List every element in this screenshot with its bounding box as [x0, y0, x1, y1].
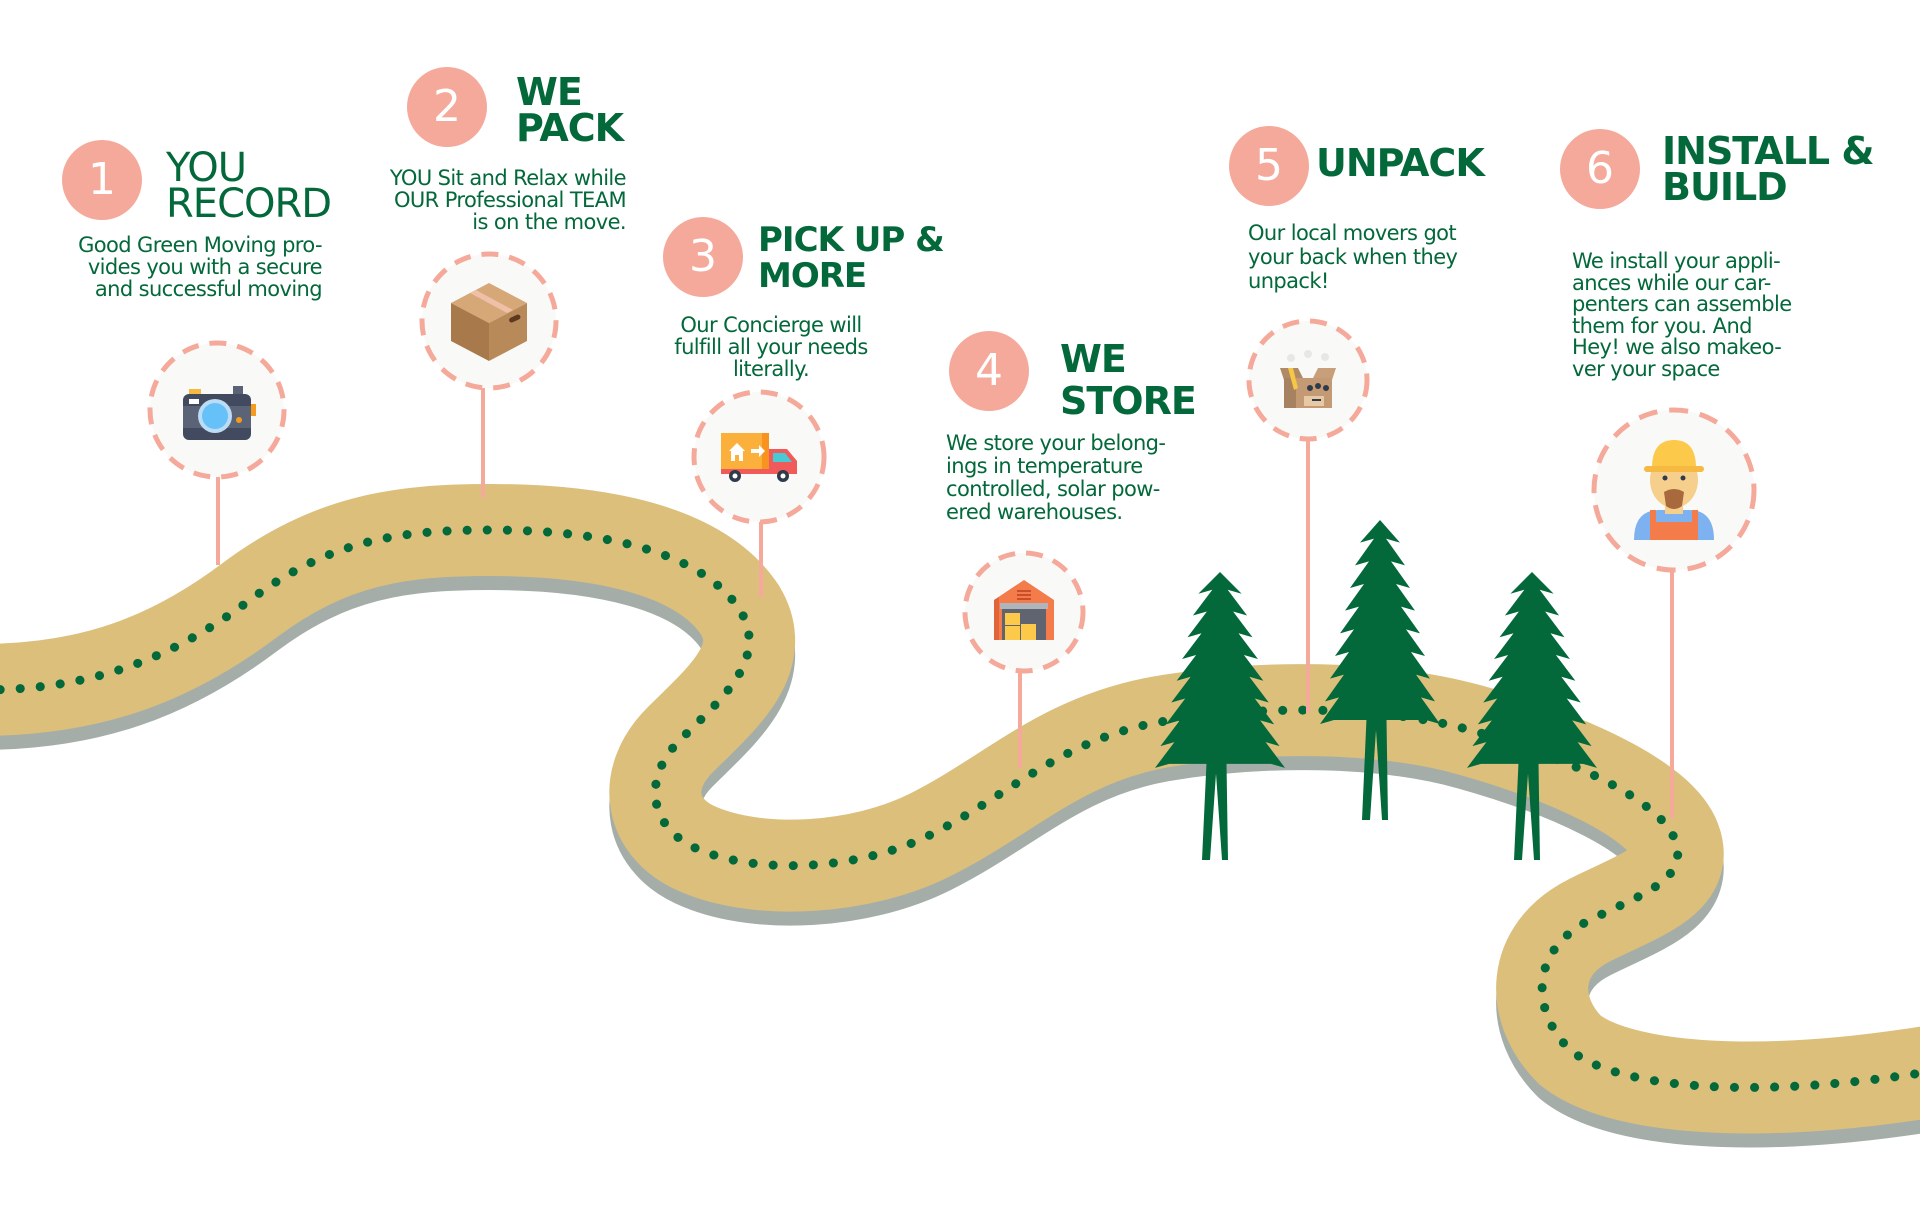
step-2-description: YOU Sit and Relax while OUR Professional…	[348, 166, 627, 234]
pine-tree-right	[1467, 572, 1597, 860]
step-6-desc-line-4: them for you. And	[1572, 313, 1752, 338]
step-4-desc-line-3: controlled, solar pow-	[946, 477, 1160, 501]
cardboard-box-icon	[451, 283, 527, 361]
step-4-title-line-1: WE	[1060, 337, 1127, 381]
step-1-desc-line-3: and successful moving	[94, 277, 323, 301]
moving-truck-icon	[721, 433, 797, 482]
step-4-desc-line-2: ings in temperature	[946, 454, 1143, 478]
step-3-desc-line-1: Our Concierge will	[680, 313, 862, 337]
icon-circle-1	[147, 340, 287, 480]
warehouse-icon	[994, 580, 1054, 640]
step-5-number-badge: 5	[1229, 126, 1309, 206]
step-2-desc-line-3: is on the move.	[472, 210, 626, 234]
icon-circle-6	[1591, 407, 1757, 573]
step-5-title-line-1: UNPACK	[1316, 141, 1485, 185]
road-dotted-centerline	[0, 525, 1920, 1092]
step-1-title-line-2: RECORD	[166, 181, 332, 227]
step-4-title-line-2: STORE	[1060, 379, 1197, 423]
step-6-number-badge: 6	[1560, 129, 1640, 209]
trees	[1155, 520, 1597, 860]
step-2-title: WE PACK	[516, 70, 624, 150]
step-1-title: YOU RECORD	[166, 145, 332, 227]
step-6-desc-line-1: We install your appli-	[1572, 249, 1781, 273]
pine-tree-center	[1320, 520, 1440, 820]
step-3-desc-line-2: fulfill all your needs	[674, 335, 868, 359]
step-1-description: Good Green Moving pro- vides you with a …	[40, 233, 323, 301]
step-6-title-line-2: BUILD	[1662, 165, 1788, 209]
step-6-desc-line-3: penters can assemble	[1572, 292, 1792, 316]
step-6-description: We install your appli- ances while our c…	[1572, 249, 1832, 381]
step-6-desc-line-5: Hey! we also makeo-	[1572, 335, 1782, 359]
step-2-desc-line-1: YOU Sit and Relax while	[389, 166, 627, 190]
step-2-title-line-2: PACK	[516, 106, 624, 150]
step-6-title-line-1: INSTALL &	[1662, 129, 1874, 173]
step-5-desc-line-1: Our local movers got	[1248, 221, 1457, 245]
step-5-desc-line-3: unpack!	[1248, 269, 1329, 293]
step-3-desc-line-3: literally.	[732, 357, 810, 381]
step-2-desc-line-2: OUR Professional TEAM	[393, 188, 627, 212]
step-1-title-line-1: YOU	[166, 145, 247, 191]
step-4-number-badge: 4	[949, 331, 1029, 411]
step-5-description: Our local movers got your back when they…	[1248, 221, 1498, 293]
step-1-desc-line-1: Good Green Moving pro-	[78, 233, 323, 257]
step-3-title-line-1: PICK UP &	[758, 220, 945, 260]
step-4-description: We store your belong- ings in temperatur…	[946, 432, 1196, 524]
step-2-title-line-1: WE	[516, 70, 583, 114]
step-3-number-badge: 3	[663, 217, 743, 297]
step-3-title-line-2: MORE	[758, 256, 867, 296]
step-3-title: PICK UP & MORE	[758, 220, 945, 296]
step-5-desc-line-2: your back when they	[1248, 245, 1458, 269]
step-1-number-badge: 1	[62, 140, 142, 220]
step-4-desc-line-1: We store your belong-	[946, 431, 1166, 455]
icon-circle-4	[962, 550, 1086, 674]
icon-circle-5	[1246, 318, 1370, 442]
step-6-desc-line-6: ver your space	[1572, 356, 1720, 381]
step-2-number-badge: 2	[407, 67, 487, 147]
icon-circle-2	[419, 251, 559, 391]
open-box-icon	[1280, 350, 1336, 408]
step-4-desc-line-4: ered warehouses.	[946, 500, 1123, 524]
step-6-title: INSTALL & BUILD	[1662, 129, 1874, 209]
step-4-title: WE STORE	[1060, 337, 1197, 423]
step-3-description: Our Concierge will fulfill all your need…	[652, 314, 890, 380]
step-5-title: UNPACK	[1316, 141, 1485, 185]
winding-road	[0, 484, 1920, 1134]
pine-tree-left	[1155, 572, 1285, 860]
step-1-desc-line-2: vides you with a secure	[87, 255, 323, 279]
pin-lines	[216, 388, 1674, 818]
camera-icon	[183, 386, 256, 440]
icon-circle-3	[691, 389, 827, 525]
worker-icon	[1634, 440, 1714, 540]
step-6-desc-line-2: ances while our car-	[1572, 270, 1771, 295]
